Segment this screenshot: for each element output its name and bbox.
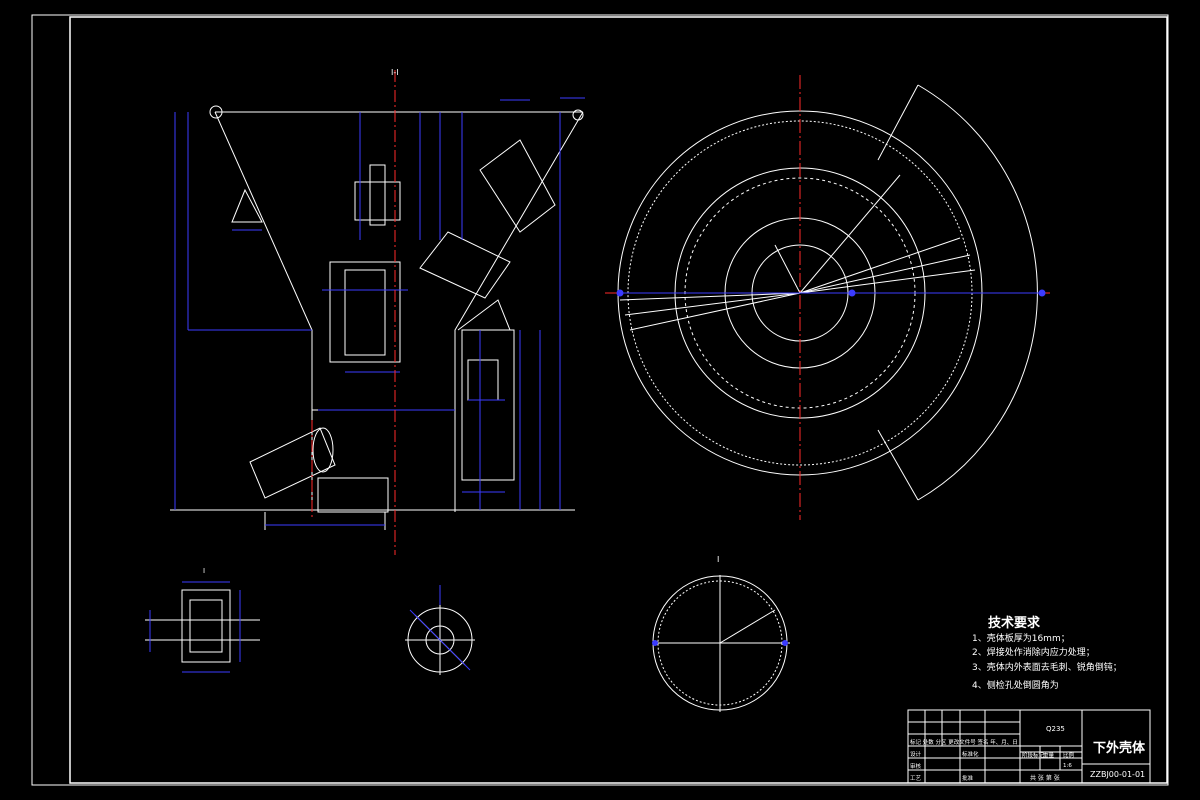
drawing-title: 下外壳体 [1093,740,1146,756]
title-block-process: 工艺 [910,775,922,782]
title-block-approve: 批准 [962,774,974,782]
drawing-number: ZZBJ00-01-01 [1090,770,1145,779]
sheet-border [31,14,1169,786]
title-block-weight: 重量 [1043,751,1055,759]
title-block-scale-label: 比例 [1063,751,1075,759]
title-block-design: 设计 [910,750,922,758]
tech-requirement-3: 3、壳体内外表面去毛刺、锐角倒钝； [972,661,1122,673]
front-section-view [170,105,584,530]
flange-dims [409,585,471,671]
title-block-standard: 标准化 [962,750,979,758]
drawing-frame [69,16,1168,784]
material-label: Q235 [1046,725,1065,733]
detail-view-circle [652,575,790,712]
detail-label-small: I [203,567,205,575]
front-view-centerlines [311,70,396,555]
title-block [907,709,1151,784]
title-block-sheet: 共 张 第 张 [1030,774,1060,782]
tech-requirement-1: 1、壳体板厚为16mm； [972,632,1070,644]
section-label-top: I-I [391,68,399,77]
detail-view-rect [145,589,260,663]
title-block-row1: 标记 处数 分区 更改文件号 签名 年、月、日 [910,738,1018,746]
front-view-dimensions [174,97,585,526]
detail-circle-dims [652,640,788,646]
tech-requirements-heading: 技术要求 [988,615,1041,631]
title-block-review: 审核 [910,762,922,770]
top-view-dimensions [616,289,1046,297]
tech-requirement-4: 4、侧检孔处倒圆角为 [972,679,1059,691]
detail-rect-dims [149,581,241,673]
title-block-scale: 1:6 [1063,763,1072,769]
detail-label-circle: I [717,555,719,564]
tech-requirement-2: 2、焊接处作消除内应力处理； [972,646,1095,658]
title-block-stage: 阶段标记 [1022,751,1045,759]
